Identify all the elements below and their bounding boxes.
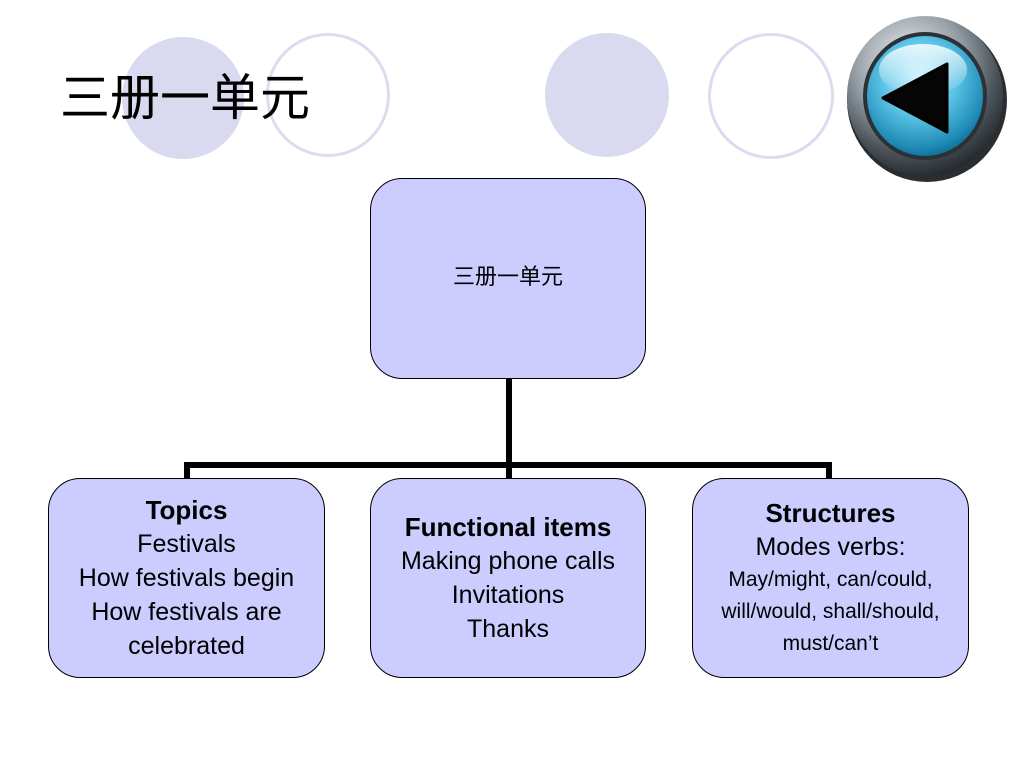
topics-line: How festivals are [91, 598, 282, 626]
topics-line: celebrated [128, 632, 245, 660]
functional-items-heading: Functional items [404, 512, 612, 542]
functional-items-line: Making phone calls [400, 547, 615, 575]
topics-line: Festivals [137, 530, 236, 558]
root-node: 三册一单元 [370, 178, 646, 379]
structures-detail-line: will/would, shall/should, [721, 600, 940, 623]
topics-node: Topics Festivals How festivals begin How… [48, 478, 325, 678]
structures-line: Modes verbs: [755, 533, 906, 561]
functional-items-line: Invitations [451, 581, 565, 609]
functional-items-node: Functional items Making phone calls Invi… [370, 478, 646, 678]
decor-circle-filled [545, 33, 669, 157]
structures-detail-line: May/might, can/could, [728, 568, 933, 591]
slide-title: 三册一单元 [60, 69, 310, 127]
decor-circle-outline [266, 33, 390, 157]
structures-detail-line: must/can’t [782, 632, 879, 655]
root-node-label: 三册一单元 [452, 265, 563, 290]
topics-line: How festivals begin [78, 564, 295, 592]
topics-heading: Topics [145, 495, 228, 525]
structures-heading: Structures [765, 498, 896, 528]
decor-circle-outline [708, 33, 834, 159]
back-arrow-icon [847, 16, 1007, 182]
functional-items-line: Thanks [467, 615, 549, 643]
structures-node: Structures Modes verbs: May/might, can/c… [692, 478, 969, 678]
decor-circle-filled [122, 37, 244, 159]
back-button[interactable] [843, 8, 1007, 184]
